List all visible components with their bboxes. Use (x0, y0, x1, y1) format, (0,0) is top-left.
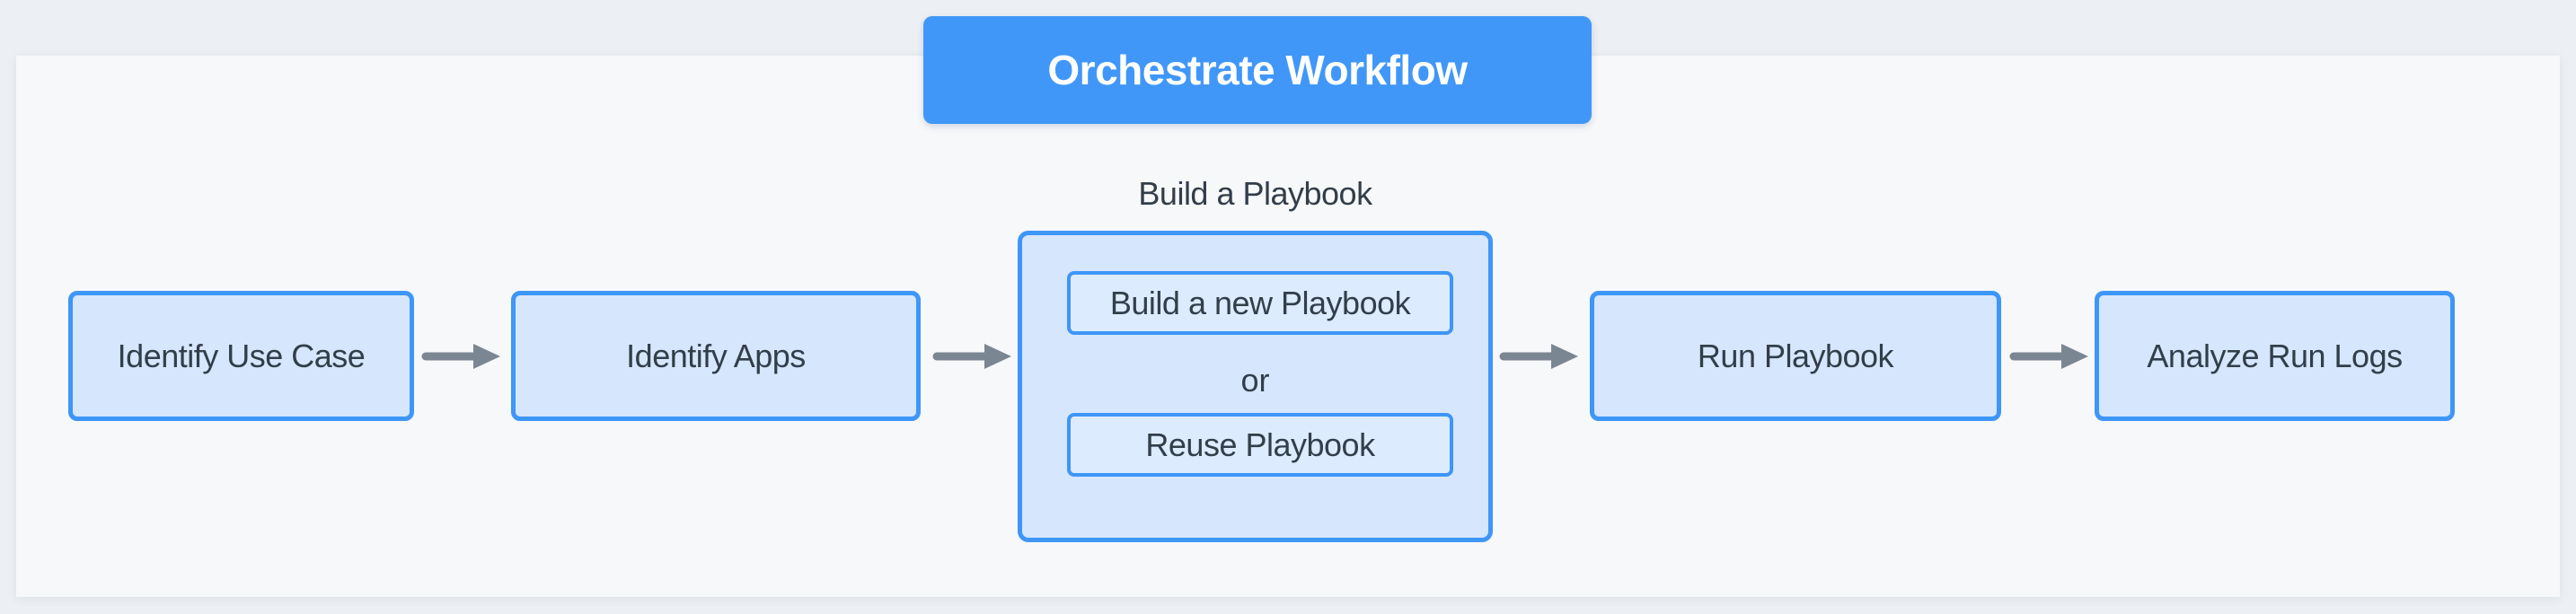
step-analyze-run-logs: Analyze Run Logs (2095, 291, 2455, 421)
option-reuse-playbook: Reuse Playbook (1067, 413, 1453, 477)
group-label-build-a-playbook: Build a Playbook (1138, 175, 1372, 212)
flow-arrow-icon (421, 344, 500, 369)
option-label: Build a new Playbook (1109, 284, 1411, 321)
step-label: Run Playbook (1697, 337, 1894, 374)
flow-arrow-icon (1499, 344, 1578, 369)
step-label: Identify Apps (626, 337, 806, 374)
option-build-a-new-playbook: Build a new Playbook (1067, 271, 1453, 335)
diagram-title: Orchestrate Workflow (1047, 47, 1468, 93)
step-identify-use-case: Identify Use Case (68, 291, 414, 421)
flow-arrow-icon (932, 344, 1011, 369)
step-run-playbook: Run Playbook (1590, 291, 2001, 421)
or-separator: or (1240, 362, 1270, 399)
step-label: Identify Use Case (117, 337, 366, 374)
option-label: Reuse Playbook (1145, 425, 1375, 463)
flow-arrow-icon (2009, 344, 2088, 369)
diagram-title-banner: Orchestrate Workflow (923, 16, 1592, 124)
step-identify-apps: Identify Apps (511, 291, 921, 421)
step-label: Analyze Run Logs (2147, 337, 2403, 374)
